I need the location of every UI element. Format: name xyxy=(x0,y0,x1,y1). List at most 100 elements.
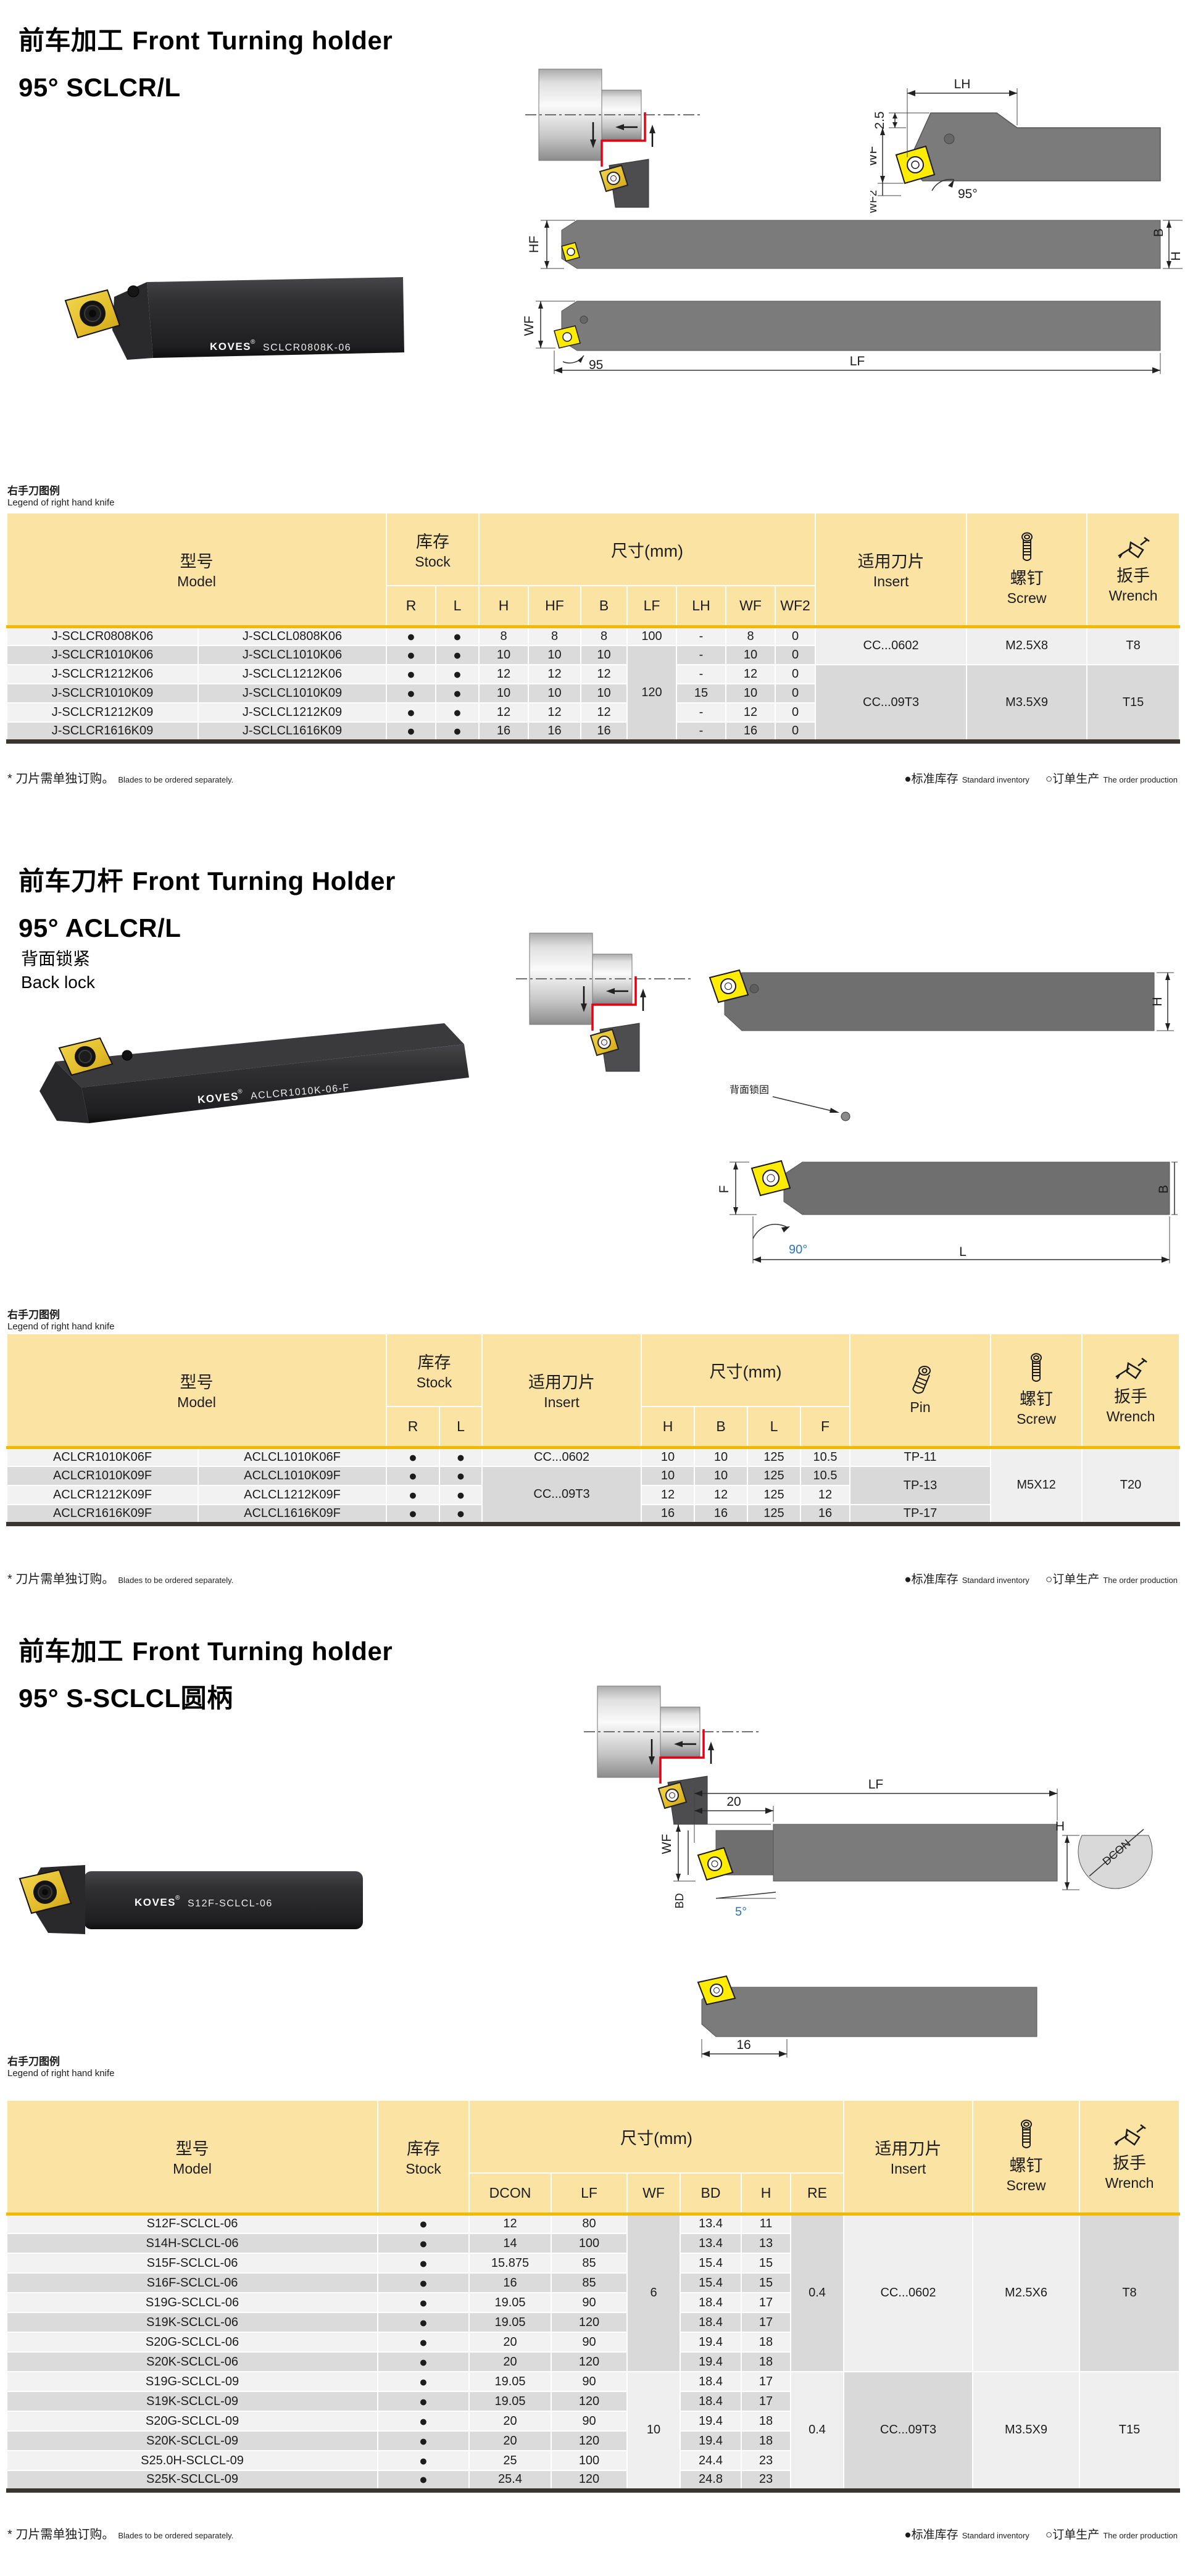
blades-note: * 刀片需单独订购。Blades to be ordered separatel… xyxy=(7,772,234,786)
col-header-hf: HF xyxy=(528,585,581,628)
table-cell: ACLCL1010K09F xyxy=(198,1466,387,1486)
table-cell: 6 xyxy=(626,2213,681,2372)
table-cell: 20 xyxy=(468,2411,552,2432)
table-cell: ACLCL1616K09F xyxy=(198,1504,387,1525)
table-cell: 0 xyxy=(774,683,817,704)
back-lock-label: 背面锁固 xyxy=(730,1084,769,1095)
col-header-b: B xyxy=(580,585,628,628)
order-production-symbol: ○订单生产 xyxy=(1045,773,1100,786)
table-cell: 13.4 xyxy=(680,2213,742,2234)
table-cell: 10 xyxy=(478,645,529,665)
legend-en: Legend of right hand knife xyxy=(7,2068,115,2079)
table-cell: - xyxy=(676,664,726,684)
dim-2-5: 2.5 xyxy=(873,111,887,129)
table-cell: 10 xyxy=(626,2371,681,2491)
dim-95: 95 xyxy=(589,358,603,372)
registered-mark: ® xyxy=(251,339,256,346)
legend-right-hand-knife-2: 右手刀图例 Legend of right hand knife xyxy=(7,1308,114,1333)
shank-cross-section xyxy=(1078,1835,1153,1889)
tool-bar xyxy=(561,301,1161,351)
table-cell: 100 xyxy=(626,626,677,646)
table-cell: 10 xyxy=(694,1466,748,1486)
tool-bar xyxy=(561,220,1161,269)
table-cell: 18 xyxy=(741,2351,791,2372)
table-cell: - xyxy=(676,645,726,665)
dim-lh: LH xyxy=(954,77,971,91)
col-header-wf: WF xyxy=(626,2172,681,2216)
dim-wf: WF xyxy=(870,146,879,167)
table-cell: S20K-SCLCL-09 xyxy=(6,2430,378,2451)
table-cell: CC...09T3 xyxy=(815,664,968,742)
table-cell: ● xyxy=(386,721,436,742)
torx-screw-icon xyxy=(710,1984,723,1997)
dim-b: B xyxy=(1157,1185,1171,1194)
table-cell: ● xyxy=(435,721,480,742)
table-cell: ● xyxy=(386,683,436,704)
table-cell: 12 xyxy=(478,702,529,723)
table-cell: 16 xyxy=(468,2272,552,2293)
table-cell: 18 xyxy=(741,2332,791,2353)
table-cell: M3.5X9 xyxy=(966,664,1088,742)
table-cell: ● xyxy=(377,2312,470,2333)
table-cell: 15.4 xyxy=(680,2272,742,2293)
table-cell: J-SCLCL1616K09 xyxy=(198,721,387,742)
table-cell: 125 xyxy=(747,1447,801,1467)
legend-right-hand-knife-3: 右手刀图例 Legend of right hand knife xyxy=(7,2055,114,2080)
product-photo-ssclcl: KOVES ® S12F-SCLCL-06 xyxy=(19,1865,363,1934)
table-cell: M3.5X9 xyxy=(972,2371,1080,2491)
dim-bd: BD xyxy=(673,1893,686,1908)
screw-icon xyxy=(1031,1353,1042,1382)
table-cell: 15 xyxy=(741,2253,791,2274)
dim-wf: WF xyxy=(522,316,536,336)
dim-95: 95° xyxy=(958,187,978,201)
tool-shank xyxy=(773,1824,1058,1882)
title-zh: 前车加工 xyxy=(19,1637,124,1666)
table-cell: 19.05 xyxy=(468,2312,552,2333)
table-cell: S19K-SCLCL-09 xyxy=(6,2391,378,2412)
table-cell: ● xyxy=(435,664,480,684)
clamp-screw xyxy=(122,1050,133,1061)
table-cell: 12 xyxy=(725,664,776,684)
legend-en: Legend of right hand knife xyxy=(7,1321,115,1332)
order-production-symbol: ○订单生产 xyxy=(1045,1573,1100,1586)
table-cell: 11 xyxy=(741,2213,791,2234)
table-cell: 19.4 xyxy=(680,2430,742,2451)
table-cell: 10 xyxy=(580,683,628,704)
ssclcl-dimension-drawing: LF 20 WF BD 5° DCON H xyxy=(660,1777,1153,1919)
table-cell: - xyxy=(676,626,726,646)
table-cell: M2.5X6 xyxy=(972,2213,1080,2372)
dim-h: H xyxy=(1150,997,1165,1006)
table-cell: S15F-SCLCL-06 xyxy=(6,2253,378,2274)
sclcr-side-drawing-b: WF 95 LF xyxy=(522,301,1161,374)
pocket-screw xyxy=(944,133,955,144)
dim-wf: WF xyxy=(660,1834,674,1855)
table-cell: 13 xyxy=(741,2233,791,2254)
torx-screw-icon xyxy=(907,156,924,173)
table-cell: - xyxy=(676,721,726,742)
table-cell: ACLCR1010K09F xyxy=(6,1466,199,1486)
table-cell: TP-13 xyxy=(849,1466,992,1505)
holder-head xyxy=(112,282,153,360)
table-cell: 10.5 xyxy=(799,1466,851,1486)
table-cell: ACLCR1212K09F xyxy=(6,1485,199,1505)
product-photo-aclcr: KOVES ® ACLCR1010K-06-F xyxy=(40,1023,469,1123)
table-cell: 8 xyxy=(528,626,581,646)
tool-bar xyxy=(701,1987,1037,2037)
table-cell: M2.5X8 xyxy=(966,626,1088,665)
